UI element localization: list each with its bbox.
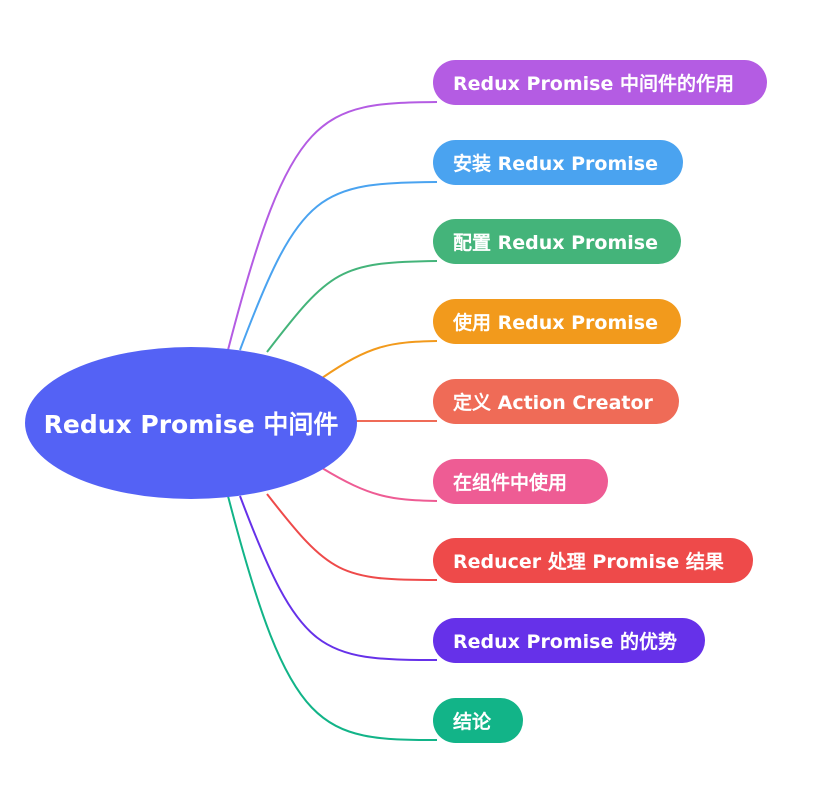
branch-node[interactable]: 在组件中使用 — [433, 459, 608, 504]
branch-node[interactable]: Reducer 处理 Promise 结果 — [433, 538, 753, 583]
connector-line — [227, 101, 438, 351]
root-node[interactable]: Redux Promise 中间件 — [25, 347, 357, 499]
branch-node[interactable]: 使用 Redux Promise — [433, 299, 681, 344]
connector-line — [321, 467, 438, 502]
branch-label: 配置 Redux Promise — [453, 232, 658, 254]
branch-label: 定义 Action Creator — [453, 392, 653, 414]
root-label: Redux Promise 中间件 — [43, 410, 339, 439]
branch-node[interactable]: 配置 Redux Promise — [433, 219, 681, 264]
connector-line — [239, 495, 438, 661]
branch-node[interactable]: Redux Promise 中间件的作用 — [433, 60, 767, 105]
branch-node[interactable]: 安装 Redux Promise — [433, 140, 683, 185]
branch-label: Redux Promise 的优势 — [453, 631, 677, 653]
branch-label: Redux Promise 中间件的作用 — [453, 73, 734, 95]
connector-line — [266, 493, 438, 581]
branch-node[interactable]: 结论 — [433, 698, 523, 743]
branch-label: Reducer 处理 Promise 结果 — [453, 551, 724, 573]
branch-label: 结论 — [453, 711, 492, 733]
connector-line — [266, 260, 438, 353]
branch-node[interactable]: 定义 Action Creator — [433, 379, 679, 424]
branch-label: 安装 Redux Promise — [453, 153, 658, 175]
connector-line — [321, 340, 438, 379]
branch-label: 在组件中使用 — [453, 472, 568, 494]
branch-node[interactable]: Redux Promise 的优势 — [433, 618, 705, 663]
branch-label: 使用 Redux Promise — [453, 312, 658, 334]
connector-line — [239, 181, 438, 351]
connector-line — [227, 495, 438, 741]
